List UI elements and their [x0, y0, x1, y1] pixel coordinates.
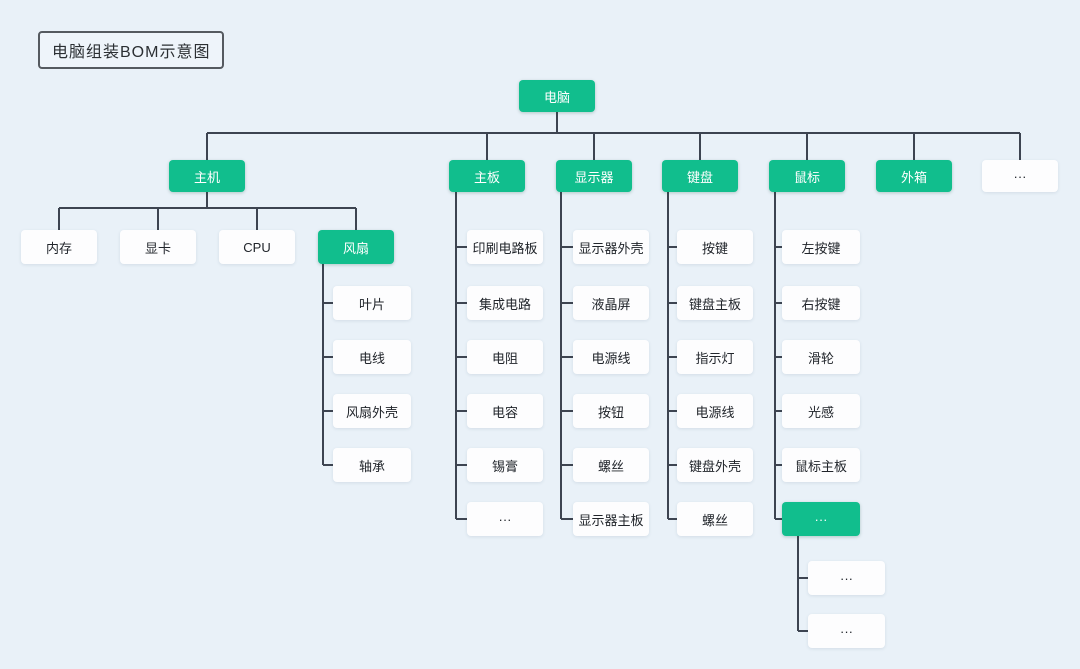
node-left-button[interactable]: 左按键: [782, 230, 860, 264]
diagram-title: 电脑组装BOM示意图: [38, 31, 225, 69]
node-pcb[interactable]: 印刷电路板: [467, 230, 543, 264]
node-more-level2[interactable]: ···: [982, 160, 1058, 192]
node-gpu[interactable]: 显卡: [120, 230, 196, 264]
node-scroll-wheel[interactable]: 滑轮: [782, 340, 860, 374]
node-mouse[interactable]: 鼠标: [769, 160, 845, 192]
node-outer-case[interactable]: 外箱: [876, 160, 952, 192]
node-fan-blade[interactable]: 叶片: [333, 286, 411, 320]
node-monitor-screw[interactable]: 螺丝: [573, 448, 649, 482]
node-lcd-screen[interactable]: 液晶屏: [573, 286, 649, 320]
node-keyboard[interactable]: 键盘: [662, 160, 738, 192]
node-button[interactable]: 按钮: [573, 394, 649, 428]
node-motherboard[interactable]: 主板: [449, 160, 525, 192]
node-computer[interactable]: 电脑: [519, 80, 595, 112]
node-host[interactable]: 主机: [169, 160, 245, 192]
node-fan[interactable]: 风扇: [318, 230, 394, 264]
node-fan-wire[interactable]: 电线: [333, 340, 411, 374]
node-capacitor[interactable]: 电容: [467, 394, 543, 428]
node-more-mouse[interactable]: ···: [782, 502, 860, 536]
node-more-sub-1[interactable]: ···: [808, 561, 885, 595]
node-fan-shell[interactable]: 风扇外壳: [333, 394, 411, 428]
node-monitor-power-cord[interactable]: 电源线: [573, 340, 649, 374]
node-ic[interactable]: 集成电路: [467, 286, 543, 320]
node-monitor[interactable]: 显示器: [556, 160, 632, 192]
node-keyboard-power-cord[interactable]: 电源线: [677, 394, 753, 428]
node-keyboard-shell[interactable]: 键盘外壳: [677, 448, 753, 482]
node-keyboard-screw[interactable]: 螺丝: [677, 502, 753, 536]
node-more-motherboard[interactable]: ···: [467, 502, 543, 536]
node-keycap[interactable]: 按键: [677, 230, 753, 264]
node-memory[interactable]: 内存: [21, 230, 97, 264]
node-mouse-board[interactable]: 鼠标主板: [782, 448, 860, 482]
node-monitor-board[interactable]: 显示器主板: [573, 502, 649, 536]
node-cpu[interactable]: CPU: [219, 230, 295, 264]
node-solder-paste[interactable]: 锡膏: [467, 448, 543, 482]
node-light-sensor[interactable]: 光感: [782, 394, 860, 428]
node-more-sub-2[interactable]: ···: [808, 614, 885, 648]
node-monitor-shell[interactable]: 显示器外壳: [573, 230, 649, 264]
node-right-button[interactable]: 右按键: [782, 286, 860, 320]
node-resistor[interactable]: 电阻: [467, 340, 543, 374]
node-indicator-light[interactable]: 指示灯: [677, 340, 753, 374]
node-keyboard-board[interactable]: 键盘主板: [677, 286, 753, 320]
node-fan-bearing[interactable]: 轴承: [333, 448, 411, 482]
